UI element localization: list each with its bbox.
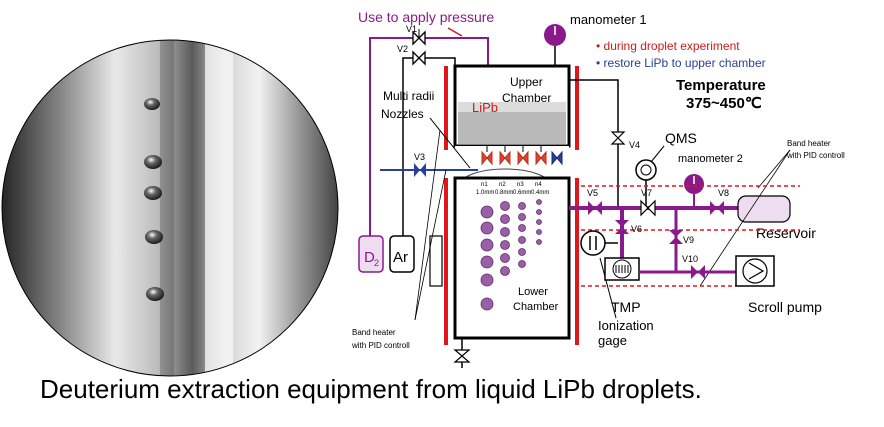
droplets [144,98,164,301]
legend-red: • during droplet experiment [596,39,740,53]
droplet [144,186,162,200]
upper-chamber: Upper Chamber LiPb [444,64,579,150]
scroll-pump-label: Scroll pump [748,299,822,315]
tmp-label: TMP [611,299,641,315]
nozzle-n1-size: 1.0mm [476,190,494,196]
figure-caption: Deuterium extraction equipment from liqu… [40,374,702,404]
valve-v10[interactable]: V10 [682,254,705,279]
multi-radii-label: Multi radii [383,89,434,103]
manometer-2: manometer 2 [678,153,743,208]
temperature-label: Temperature [676,77,766,94]
droplet [145,230,163,244]
band-heater-left-label: Band heater [352,328,396,337]
ionization-gage-label: Ionization [598,318,654,333]
nozzle-n1-label: n1 [481,182,488,188]
valve-v2-label: V2 [397,44,408,54]
ar-label: Ar [393,249,408,266]
valve-v9-label: V9 [683,235,694,245]
nozzles [455,146,569,166]
valve-v4-label: V4 [629,140,640,150]
droplet [144,155,162,169]
manometer-2-label: manometer 2 [678,153,743,165]
qms: QMS [635,130,697,208]
valve-v7-label: V7 [641,188,652,198]
lower-chamber-label-2: Chamber [513,301,559,313]
reservoir-label: Reservoir [756,225,816,241]
band-heater-right-label-2: with PID controll [786,151,845,160]
ionization-gage-label-2: gage [598,333,627,348]
use-to-apply-pressure-label: Use to apply pressure [358,9,494,25]
reservoir: Reservoir [737,195,816,241]
nozzle-n3-size: 0.6mm [513,190,531,196]
droplet-photo [1,39,339,377]
nozzle-labels: n1 1.0mm n2 0.8mm n3 0.6mm n4 0.4mm [476,182,549,196]
ionization-gage: Ionization gage [580,230,654,348]
tmp-pump: TMP [604,257,641,315]
valve-v4[interactable]: V4 [610,131,640,150]
drain-valve[interactable] [453,349,471,363]
valve-v6-label: V6 [631,224,642,234]
nozzle-n2-size: 0.8mm [495,190,513,196]
valve-v3[interactable]: V3 [414,152,426,177]
nozzle-n2-label: n2 [499,182,506,188]
ar-bottle: Ar [389,235,415,273]
valve-v5[interactable]: V5 [587,188,602,215]
valve-v6[interactable]: V6 [615,220,642,234]
scroll-pump: Scroll pump [735,255,822,315]
band-heater-right-label: Band heater [787,139,831,148]
lower-chamber-label: Lower [518,286,548,298]
droplet [144,98,160,110]
upper-chamber-label: Upper [510,75,543,89]
lower-chamber: Lower Chamber [444,176,579,345]
lipb-label: LiPb [472,100,498,115]
valve-v8-label: V8 [718,188,729,198]
valve-v7[interactable]: V7 [640,188,656,217]
equipment-diagram: Use to apply pressure manometer 1 • duri… [351,9,845,368]
d2-bottle: D 2 [358,228,384,273]
valve-v1-label: V1 [406,24,417,34]
droplet [146,287,164,301]
qms-label: QMS [665,130,697,146]
valve-v10-label: V10 [682,254,698,264]
valve-v9[interactable]: V9 [669,230,694,245]
nozzle-n3-label: n3 [517,182,524,188]
manometer-1 [544,24,566,66]
valve-v8[interactable]: V8 [710,188,729,215]
nozzles-label: Nozzles [381,107,424,121]
nozzle-n4-label: n4 [535,182,542,188]
temperature-range: 375~450℃ [686,95,762,112]
manometer-1-label: manometer 1 [570,12,647,27]
d2-subscript: 2 [374,258,379,268]
nozzle-n4-size: 0.4mm [531,190,549,196]
legend-blue: • restore LiPb to upper chamber [596,56,766,70]
valve-v1[interactable]: V1 [406,24,426,46]
valve-v3-label: V3 [414,152,425,162]
band-heater-left-label-2: with PID controll [351,341,410,350]
chamber-droplets [480,199,542,311]
valve-v2[interactable]: V2 [397,44,426,66]
d2-label: D [364,249,375,266]
upper-chamber-label-2: Chamber [502,91,551,105]
valve-v5-label: V5 [587,188,598,198]
